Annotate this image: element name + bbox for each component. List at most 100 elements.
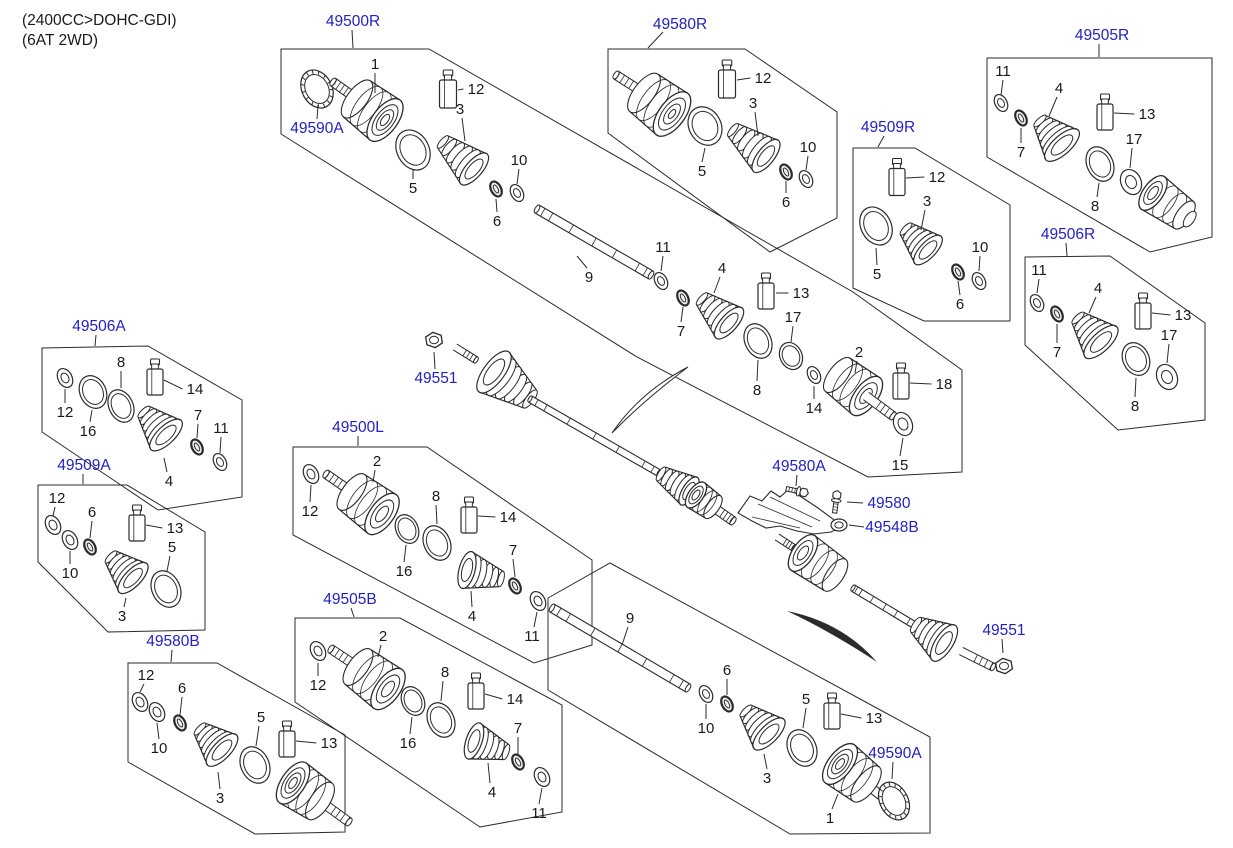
boot-band-10	[509, 183, 525, 203]
callout-3: 3	[456, 101, 464, 118]
callout-4: 4	[488, 784, 496, 801]
assy-a-inner-joint	[684, 481, 737, 526]
callout-6: 6	[723, 662, 731, 679]
boot-4-505b	[463, 722, 511, 761]
inner-joint-2	[822, 356, 897, 421]
ring-11-500l	[529, 590, 547, 612]
callout-8: 8	[432, 488, 440, 505]
grease-13-505r	[1096, 93, 1114, 131]
grease-tube-12	[438, 69, 458, 109]
callout-leader-3	[754, 111, 759, 137]
group-link-49506R[interactable]: 49506R	[1041, 226, 1095, 243]
part-link-49580[interactable]: 49580	[867, 495, 910, 512]
group-link-49509R[interactable]: 49509R	[861, 119, 915, 136]
band-7-506a	[190, 438, 204, 456]
callout-9: 9	[626, 610, 634, 627]
callout-leader-10	[156, 722, 160, 740]
bolt-49580A	[785, 485, 809, 498]
band-6-509a	[83, 538, 97, 556]
callout-leader-18	[909, 382, 932, 385]
callout-leader-7	[196, 423, 199, 439]
callout-7: 7	[514, 720, 522, 737]
group-leader-49580B	[170, 649, 173, 663]
part-link-49551-left[interactable]: 49551	[414, 370, 457, 387]
callout-9: 9	[585, 269, 593, 286]
callout-leader-17	[1166, 343, 1170, 364]
callout-leader-2	[372, 469, 376, 483]
part-link-49590A-top[interactable]: 49590A	[290, 120, 344, 137]
callout-leader-13	[295, 740, 317, 744]
callout-leader-12	[139, 683, 145, 693]
callout-leader-3	[461, 117, 466, 142]
band-6-left	[720, 695, 734, 713]
callout-leader-6	[495, 198, 498, 213]
layer-parts	[44, 59, 1197, 827]
axle-nut-49551-a	[424, 331, 444, 349]
callout-5: 5	[802, 691, 810, 708]
callout-8: 8	[441, 664, 449, 681]
ring-11-506r	[1029, 293, 1045, 313]
group-link-49580B[interactable]: 49580B	[146, 633, 199, 650]
grease-13-580b	[278, 720, 296, 758]
callout-3: 3	[763, 770, 771, 787]
callout-leader-16	[89, 409, 93, 423]
callout-leader-2	[854, 360, 858, 374]
group-link-49505B[interactable]: 49505B	[323, 591, 376, 608]
grease-14-506a	[146, 358, 164, 396]
group-link-49500R[interactable]: 49500R	[326, 13, 380, 30]
part-link-49551-right[interactable]: 49551	[982, 622, 1025, 639]
motion-line-thin	[611, 366, 689, 434]
callout-leader-11	[660, 255, 664, 272]
callout-1: 1	[826, 810, 834, 827]
part-link-49548B[interactable]: 49548B	[865, 519, 918, 536]
callout-8: 8	[753, 382, 761, 399]
callout-leader-6	[89, 520, 93, 539]
boot-band-6	[489, 180, 503, 198]
assy-a-outer-boot	[476, 350, 538, 409]
part-link-49580A[interactable]: 49580A	[772, 458, 826, 475]
group-leader-49505B	[350, 607, 355, 618]
group-box-49505R	[986, 57, 1213, 253]
group-link-49509A[interactable]: 49509A	[57, 457, 111, 474]
ring-8	[743, 323, 773, 359]
spline-stub-a	[452, 343, 479, 364]
ring-8-505b	[426, 702, 456, 738]
group-box-left-assembly-band	[547, 562, 931, 835]
snap-ring-5	[395, 129, 431, 171]
callout-leader-3	[763, 753, 768, 770]
group-box-49500L	[292, 446, 593, 664]
callout-11: 11	[213, 420, 229, 437]
ring-8-506a	[107, 389, 135, 423]
ring-8-500l	[422, 525, 452, 561]
label-leader-49548B	[848, 524, 865, 528]
callout-4: 4	[718, 260, 726, 277]
callout-leader-8	[440, 680, 444, 702]
group-link-49500L[interactable]: 49500L	[332, 419, 384, 436]
label-leader-49590A-bottom	[891, 761, 894, 780]
callout-leader-11	[533, 611, 538, 628]
group-link-49506A[interactable]: 49506A	[72, 318, 126, 335]
callout-6: 6	[88, 504, 96, 521]
inner-joint-2-505b	[327, 644, 406, 711]
seal-15	[892, 411, 914, 437]
group-link-49505R[interactable]: 49505R	[1075, 27, 1129, 44]
callout-leader-17	[1129, 147, 1133, 169]
callout-leader-13	[1113, 112, 1135, 115]
boot-4-505r	[1033, 114, 1080, 162]
ring-12-506a	[56, 367, 74, 389]
callout-leader-8	[756, 359, 759, 382]
part-link-49590A-bottom[interactable]: 49590A	[868, 745, 922, 762]
grease-13-509a	[128, 504, 146, 542]
callout-7: 7	[1017, 144, 1025, 161]
band-7-506r	[1050, 305, 1064, 323]
band-6-580b	[173, 714, 187, 732]
group-leader-49500R	[351, 29, 354, 49]
callout-12: 12	[138, 667, 155, 684]
inner-joint-49580R	[612, 70, 692, 137]
ring-12-509a	[44, 514, 62, 536]
callout-16: 16	[80, 423, 97, 440]
assy-b-shaft	[850, 584, 919, 630]
ring-12-505b	[309, 640, 327, 662]
callout-leader-14	[477, 515, 496, 518]
group-link-49580R[interactable]: 49580R	[653, 16, 707, 33]
